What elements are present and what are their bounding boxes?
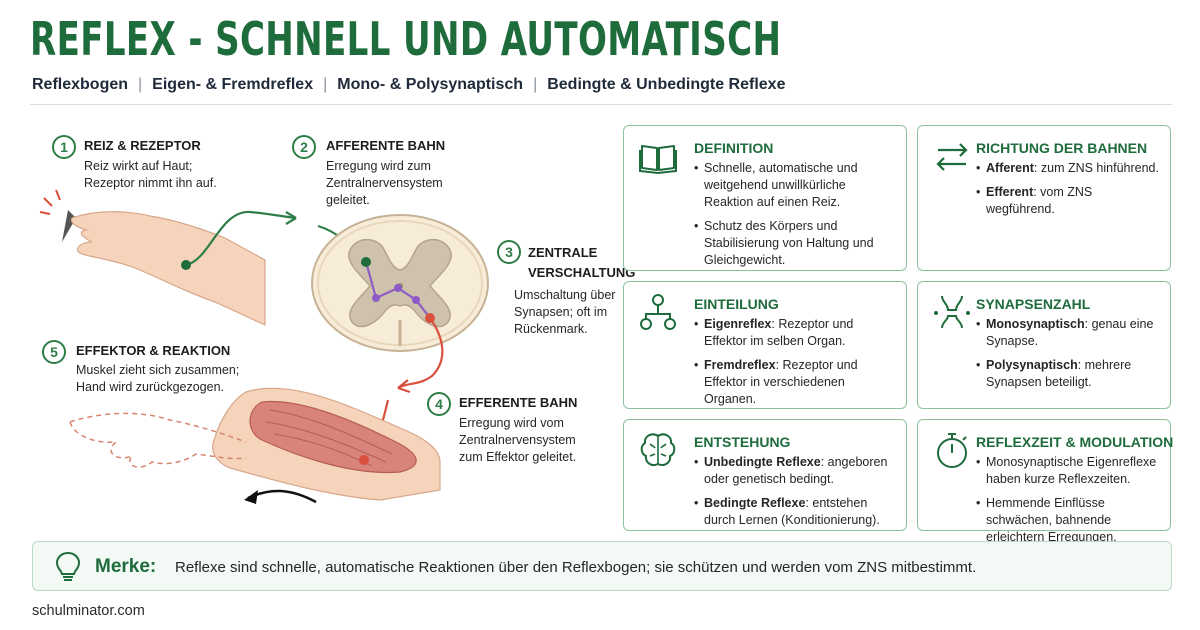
step-title: ZENTRALE bbox=[528, 245, 598, 260]
merke-label: Merke: bbox=[95, 556, 157, 577]
withdrawn-hand-outline bbox=[69, 412, 247, 468]
topic-mono-polysynaptisch: Mono- & Polysynaptisch bbox=[337, 76, 524, 93]
efferent-arrow-1 bbox=[397, 317, 444, 389]
hierarchy-icon bbox=[640, 294, 676, 330]
card-title: ENTSTEHUNG bbox=[694, 434, 791, 450]
card-item: Schnelle, automatische und weitgehend un… bbox=[694, 160, 896, 211]
topic-eigen-fremdreflex: Eigen- & Fremdreflex bbox=[152, 76, 314, 93]
topic-reflexbogen: Reflexbogen bbox=[32, 76, 129, 93]
step-title: EFFERENTE BAHN bbox=[459, 395, 578, 410]
reflex-arc-illustration bbox=[39, 189, 489, 504]
topic-separator: | bbox=[533, 76, 538, 93]
step-title: VERSCHALTUNG bbox=[528, 265, 636, 280]
card-list: Schnelle, automatische und weitgehend un… bbox=[694, 160, 896, 276]
step-number: 4 bbox=[427, 392, 451, 416]
step-text: Reiz wirkt auf Haut; Rezeptor nimmt ihn … bbox=[84, 159, 217, 190]
header-divider bbox=[30, 104, 1172, 105]
step-number: 3 bbox=[497, 240, 521, 264]
footer-site: schulminator.com bbox=[32, 603, 145, 619]
brain-icon bbox=[640, 433, 676, 466]
card-title: RICHTUNG DER BAHNEN bbox=[976, 140, 1148, 156]
card-list: Monosynaptische Eigenreflexe haben kurze… bbox=[976, 454, 1160, 553]
card-item: Eigenreflex: Rezeptor und Effektor im se… bbox=[694, 316, 896, 350]
card-item: Bedingte Reflexe: entstehen durch Lernen… bbox=[694, 495, 896, 529]
card-item: Monosynaptisch: genau eine Synapse. bbox=[976, 316, 1160, 350]
step-number: 1 bbox=[52, 135, 76, 159]
reaction-arrow bbox=[247, 489, 317, 504]
card-synapsenzahl: SYNAPSENZAHL Monosynaptisch: genau eine … bbox=[917, 281, 1171, 409]
card-title: SYNAPSENZAHL bbox=[976, 296, 1091, 312]
card-item: Fremdreflex: Rezeptor und Effektor in ve… bbox=[694, 357, 896, 408]
card-list: Afferent: zum ZNS hinführend. Efferent: … bbox=[976, 160, 1160, 225]
reaction-arrowhead bbox=[244, 490, 258, 504]
step-number: 5 bbox=[42, 340, 66, 364]
card-richtung-der-bahnen: RICHTUNG DER BAHNEN Afferent: zum ZNS hi… bbox=[917, 125, 1171, 271]
card-item: Hemmende Einflüsse schwächen, bahnende e… bbox=[976, 495, 1160, 546]
card-list: Monosynaptisch: genau eine Synapse. Poly… bbox=[976, 316, 1160, 398]
card-title: EINTEILUNG bbox=[694, 296, 779, 312]
synapse-icon bbox=[934, 295, 970, 329]
card-entstehung: ENTSTEHUNG Unbedingte Reflexe: angeboren… bbox=[623, 419, 907, 531]
card-item: Unbedingte Reflexe: angeboren oder genet… bbox=[694, 454, 896, 488]
step-title: AFFERENTE BAHN bbox=[326, 138, 446, 153]
topic-bedingte-unbedingte: Bedingte & Unbedingte Reflexe bbox=[547, 76, 786, 93]
card-definition: DEFINITION Schnelle, automatische und we… bbox=[623, 125, 907, 271]
card-einteilung: EINTEILUNG Eigenreflex: Rezeptor und Eff… bbox=[623, 281, 907, 409]
card-item: Polysynaptisch: mehrere Synapsen beteili… bbox=[976, 357, 1160, 391]
hand-stimulus-illustration bbox=[70, 211, 266, 326]
step-number: 2 bbox=[292, 135, 316, 159]
merke-text: Reflexe sind schnelle, automatische Reak… bbox=[175, 559, 977, 576]
effector-dot bbox=[359, 455, 369, 465]
spinal-cord-cross-section bbox=[311, 214, 489, 352]
merke-box: Merke: Reflexe sind schnelle, automatisc… bbox=[32, 541, 1172, 591]
card-item: Efferent: vom ZNS wegführend. bbox=[976, 184, 1160, 218]
card-item: Afferent: zum ZNS hinführend. bbox=[976, 160, 1160, 177]
step-title: REIZ & REZEPTOR bbox=[84, 138, 201, 153]
step-text: Erregung wird vom Zentralnervensystem zu… bbox=[459, 416, 577, 464]
card-reflexzeit-modulation: REFLEXZEIT & MODULATION Monosynaptische … bbox=[917, 419, 1174, 544]
topic-separator: | bbox=[138, 76, 143, 93]
step-text: Umschaltung über Synapsen; oft im Rücken… bbox=[514, 288, 616, 336]
stopwatch-icon bbox=[937, 433, 967, 468]
receptor-dot bbox=[181, 260, 191, 270]
pain-stimulus-icon bbox=[39, 189, 76, 242]
interneuron bbox=[364, 261, 431, 319]
afferent-arrowhead bbox=[285, 211, 297, 225]
arrows-icon bbox=[936, 143, 968, 171]
step-title: EFFEKTOR & REAKTION bbox=[76, 343, 231, 358]
page-title: REFLEX - SCHNELL UND AUTOMATISCH bbox=[30, 12, 782, 66]
card-list: Eigenreflex: Rezeptor und Effektor im se… bbox=[694, 316, 896, 415]
arm-muscle-illustration bbox=[212, 387, 441, 501]
card-title: DEFINITION bbox=[694, 140, 774, 156]
card-item: Monosynaptische Eigenreflexe haben kurze… bbox=[976, 454, 1160, 488]
afferent-neuron-body bbox=[361, 257, 371, 267]
step-text: Erregung wird zum Zentralnervensystem ge… bbox=[326, 159, 443, 207]
step-text: Muskel zieht sich zusammen; Hand wird zu… bbox=[76, 363, 240, 394]
card-title: REFLEXZEIT & MODULATION bbox=[976, 434, 1174, 450]
book-icon bbox=[639, 145, 677, 175]
lightbulb-icon bbox=[55, 551, 81, 581]
afferent-arrow-1 bbox=[185, 210, 297, 267]
subtitle-topics: Reflexbogen | Eigen- & Fremdreflex | Mon… bbox=[32, 76, 785, 94]
card-item: Schutz des Körpers und Stabilisierung vo… bbox=[694, 218, 896, 269]
card-list: Unbedingte Reflexe: angeboren oder genet… bbox=[694, 454, 896, 536]
efferent-arrowhead bbox=[397, 379, 411, 394]
topic-separator: | bbox=[323, 76, 328, 93]
